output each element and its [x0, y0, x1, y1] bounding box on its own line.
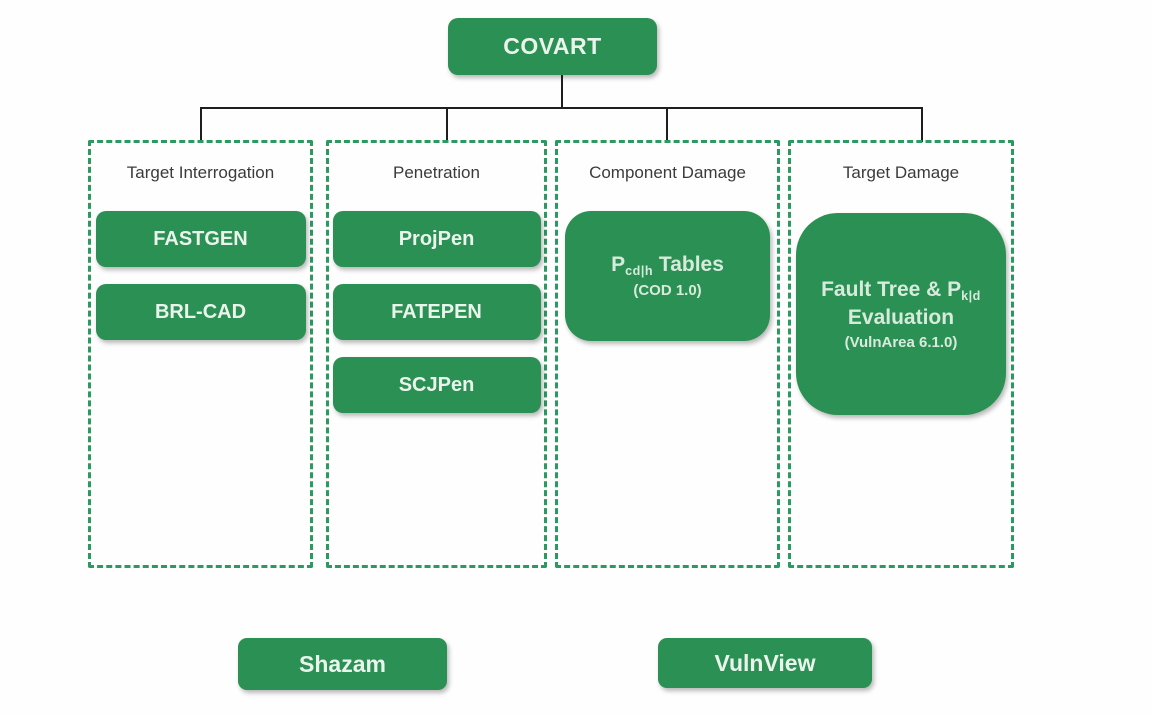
node-covart-label: COVART [503, 33, 602, 59]
pcdh-subscript: cd|h [625, 263, 654, 278]
node-scjpen-label: SCJPen [398, 373, 475, 396]
connector-drop-penetration [446, 107, 448, 142]
node-fault-tree-line2: Evaluation [847, 305, 955, 329]
group-component-damage: Component Damage Pcd|h Tables (COD 1.0) [555, 140, 780, 568]
node-scjpen: SCJPen [332, 357, 541, 413]
node-fatepen: FATEPEN [332, 284, 541, 340]
node-covart: COVART [448, 18, 657, 75]
connector-drop-target-damage [921, 107, 923, 142]
group-title-target-interrogation: Target Interrogation [126, 163, 275, 182]
node-shazam: Shazam [238, 638, 447, 690]
node-fault-tree-evaluation: Fault Tree & Pk|d Evaluation (VulnArea 6… [796, 213, 1006, 415]
connector-drop-target-interrogation [200, 107, 202, 142]
group-title-penetration: Penetration [393, 163, 480, 182]
fault-tree-text: Fault Tree & P [821, 277, 962, 301]
pcdh-symbol: P [611, 253, 626, 277]
pkd-subscript: k|d [961, 288, 981, 303]
node-fastgen: FASTGEN [95, 211, 306, 267]
node-vulnview: VulnView [658, 638, 872, 688]
node-projpen: ProjPen [332, 211, 541, 267]
connector-drop-component-damage [666, 107, 668, 142]
node-vulnview-label: VulnView [714, 649, 816, 676]
node-fault-tree-line1: Fault Tree & Pk|d [821, 276, 981, 304]
pcdh-suffix: Tables [658, 253, 724, 277]
node-shazam-label: Shazam [299, 650, 386, 677]
group-title-target-damage: Target Damage [842, 163, 960, 182]
group-target-interrogation: Target Interrogation FASTGEN BRL-CAD [88, 140, 313, 568]
node-pcdh-tables-label: Pcd|h Tables [611, 251, 724, 279]
node-projpen-label: ProjPen [398, 227, 475, 250]
node-fault-tree-version: (VulnArea 6.1.0) [844, 333, 958, 351]
group-title-component-damage: Component Damage [589, 163, 746, 182]
node-pcdh-tables-version: (COD 1.0) [633, 282, 702, 300]
node-brl-cad: BRL-CAD [95, 284, 306, 340]
group-penetration: Penetration ProjPen FATEPEN SCJPen [326, 140, 547, 568]
group-target-damage: Target Damage Fault Tree & Pk|d Evaluati… [788, 140, 1014, 568]
node-fatepen-label: FATEPEN [391, 300, 482, 323]
connector-horizontal-bar [200, 107, 923, 109]
node-fastgen-label: FASTGEN [153, 227, 248, 250]
node-pcdh-tables: Pcd|h Tables (COD 1.0) [565, 211, 770, 341]
connector-root-stem [561, 75, 563, 108]
node-brl-cad-label: BRL-CAD [154, 300, 247, 323]
